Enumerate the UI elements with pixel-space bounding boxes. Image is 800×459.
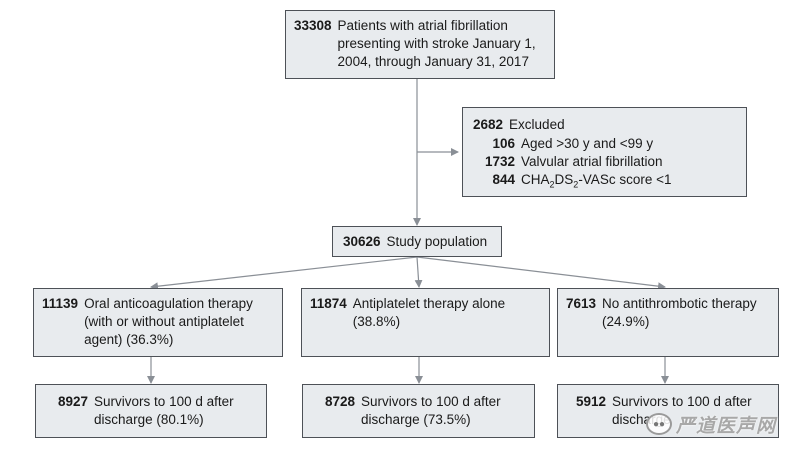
survivors-text: Survivors to 100 d after discharge (73.5…: [361, 394, 501, 427]
group-box-oral-anticoagulation: 11139 Oral anticoagulation therapy (with…: [33, 288, 283, 357]
connector-study-to-group1: [150, 256, 418, 291]
group-text: Antiplatelet therapy alone (38.8%): [352, 296, 506, 329]
patients-text: Patients with atrial fibrillation presen…: [337, 18, 536, 69]
score-text-vasc: -VASc score <1: [578, 172, 672, 187]
excluded-item-count: 106: [492, 136, 515, 151]
excluded-item-count: 844: [492, 172, 515, 187]
excluded-item: 844 CHA2DS2-VASc score <1: [473, 171, 736, 194]
survivors-box-no-antithrombotic: 5912 Survivors to 100 d after discharge: [557, 384, 779, 438]
survivors-text: Survivors to 100 d after discharge (80.1…: [94, 394, 234, 427]
score-text-ds: DS: [554, 172, 574, 187]
score-text-cha: CHA: [521, 172, 550, 187]
excluded-box: 2682 Excluded 106 Aged >30 y and <99 y 1…: [462, 107, 747, 197]
watermark: ●● 严道医声网: [646, 410, 796, 438]
score-subscript: 2: [549, 179, 555, 190]
patients-count: 33308: [294, 18, 332, 33]
excluded-item: 1732 Valvular atrial fibrillation: [473, 153, 736, 171]
survivors-count: 5912: [576, 394, 607, 409]
connector-study-to-group3: [416, 256, 666, 291]
excluded-label: Excluded: [509, 117, 565, 132]
group-count: 7613: [566, 296, 597, 311]
group-text: Oral anticoagulation therapy (with or wi…: [84, 296, 253, 347]
study-population-box: 30626 Study population: [332, 226, 502, 257]
group-text: No antithrombotic therapy (24.9%): [602, 296, 757, 329]
excluded-item: 106 Aged >30 y and <99 y: [473, 135, 736, 153]
group-box-antiplatelet: 11874 Antiplatelet therapy alone (38.8%): [301, 288, 550, 357]
patients-box: 33308 Patients with atrial fibrillation …: [285, 10, 555, 79]
wechat-icon: ●●: [646, 413, 672, 435]
excluded-item-text: Aged >30 y and <99 y: [521, 136, 654, 151]
survivors-count: 8927: [58, 394, 89, 409]
group-count: 11139: [42, 296, 79, 311]
excluded-count: 2682: [473, 117, 504, 132]
survivors-count: 8728: [325, 394, 356, 409]
group-box-no-antithrombotic: 7613 No antithrombotic therapy (24.9%): [557, 288, 779, 357]
survivors-box-antiplatelet: 8728 Survivors to 100 d after discharge …: [302, 384, 535, 438]
watermark-text: 严道医声网: [676, 414, 777, 437]
study-text: Study population: [386, 234, 488, 249]
survivors-box-oral-anticoagulation: 8927 Survivors to 100 d after discharge …: [35, 384, 267, 438]
score-subscript: 2: [573, 179, 579, 190]
study-count: 30626: [343, 234, 381, 249]
connector-study-to-group2: [414, 256, 423, 288]
group-count: 11874: [310, 296, 347, 311]
excluded-item-text: CHA2DS2-VASc score <1: [521, 171, 736, 194]
excluded-item-count: 1732: [484, 154, 515, 169]
excluded-item-text: Valvular atrial fibrillation: [521, 154, 663, 169]
